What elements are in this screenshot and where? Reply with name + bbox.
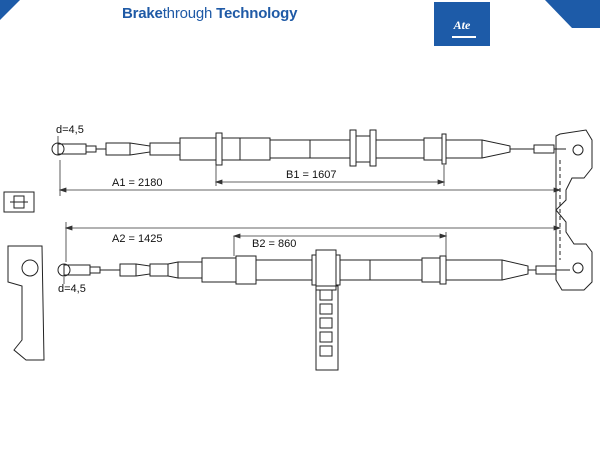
mount-slot-5 <box>319 345 333 357</box>
mount-slot-2 <box>319 303 333 315</box>
a2-arrow-left <box>64 225 73 231</box>
mount-slot-4 <box>319 331 333 343</box>
brand-title: Brakethrough Technology <box>122 5 297 22</box>
top-cable-clip-2 <box>369 129 377 167</box>
top-cable-nut-2 <box>441 133 447 165</box>
top-cable-boot-1 <box>179 137 217 161</box>
top-cable-sheath-5 <box>375 139 425 159</box>
brand-part-3: Technology <box>216 5 298 22</box>
connector-detail <box>3 191 35 213</box>
bottom-cable-ferrule <box>119 263 137 277</box>
right-corner-shape <box>545 0 600 28</box>
brand-part-1: Brake <box>122 5 163 22</box>
brand-part-2: through <box>162 5 213 22</box>
bottom-cable-mount-head <box>315 249 337 291</box>
brand-bg <box>115 0 335 28</box>
top-cable-sheath-2 <box>239 137 271 161</box>
dimension-lines <box>57 136 562 284</box>
left-corner-shape <box>0 0 20 20</box>
b2-arrow-right <box>439 233 448 239</box>
bottom-cable-crimp <box>89 266 101 274</box>
left-bracket <box>7 245 45 361</box>
bottom-cable-sheath-2 <box>177 261 203 279</box>
top-cable-clip-1 <box>349 129 357 167</box>
bottom-cable-clip-1 <box>311 254 317 286</box>
bracket-plate <box>7 245 45 361</box>
mount-plate-body <box>315 285 339 371</box>
d-bottom-label: d=4,5 <box>58 283 86 295</box>
ate-logo: Ate <box>434 2 490 46</box>
equalizer-hole-bottom <box>572 262 584 274</box>
top-cable-boot-4 <box>445 139 483 159</box>
bottom-cable-sheath-5 <box>369 259 423 281</box>
bottom-cable-end-sleeve <box>63 264 91 276</box>
bottom-cable-mount-plate <box>315 285 339 371</box>
top-cable-sheath-3 <box>269 139 311 159</box>
b2-arrow-left <box>232 233 241 239</box>
ate-logo-text: Ate <box>453 18 471 32</box>
top-cable-grommet <box>355 135 371 163</box>
top-cable-ferrule <box>105 142 131 156</box>
header-banner: Brakethrough Technology <box>0 0 600 30</box>
right-equalizer-bracket <box>555 129 593 291</box>
b1-label: B1 = 1607 <box>286 169 336 181</box>
a1-label: A1 = 2180 <box>112 177 162 189</box>
top-cable-sheath-4 <box>309 139 351 159</box>
bottom-cable <box>57 249 570 291</box>
d-top-label: d=4,5 <box>56 124 84 136</box>
a1-arrow-left <box>58 187 67 193</box>
a2-arrow-right <box>553 225 562 231</box>
bottom-cable-eye <box>57 263 71 277</box>
top-cable-taper-right <box>481 139 511 159</box>
top-cable-end-sleeve <box>57 143 87 155</box>
b1-arrow-right <box>437 179 446 185</box>
bottom-cable-taper-right <box>501 259 529 281</box>
top-cable <box>51 129 566 167</box>
equalizer-hole-top <box>572 144 584 156</box>
bottom-cable-taper-left <box>135 263 151 277</box>
bottom-cable-boot-1 <box>201 257 237 283</box>
b1-arrow-left <box>214 179 223 185</box>
equalizer-plate <box>555 129 593 291</box>
top-cable-crimp <box>85 145 97 153</box>
mount-slot-1 <box>319 289 333 301</box>
bottom-cable-boot-3 <box>445 259 503 281</box>
top-cable-boot-3 <box>423 137 443 161</box>
bottom-cable-nut-2 <box>439 255 447 285</box>
bottom-cable-end-barrel <box>535 265 557 275</box>
top-cable-taper-left <box>129 142 151 156</box>
bottom-cable-sheath-4 <box>339 259 371 281</box>
top-cable-end-barrel <box>533 144 555 154</box>
ate-logo-underline <box>452 36 476 38</box>
header-stripe <box>0 0 600 28</box>
bottom-cable-flare <box>167 261 179 279</box>
b2-label: B2 = 860 <box>252 238 296 250</box>
a1-arrow-right <box>553 187 562 193</box>
top-cable-boot-2 <box>221 137 241 161</box>
bottom-cable-clip-2 <box>335 254 341 286</box>
bottom-cable-sheath-1 <box>149 263 169 277</box>
bottom-cable-nut-1 <box>235 255 257 285</box>
bottom-cable-boot-2 <box>421 257 441 283</box>
bracket-hole <box>21 259 39 277</box>
top-cable-nut-1 <box>215 132 223 166</box>
mount-slot-3 <box>319 317 333 329</box>
connector-detail-box <box>3 191 35 213</box>
a2-label: A2 = 1425 <box>112 233 162 245</box>
bottom-cable-sheath-3 <box>255 259 313 281</box>
top-cable-sheath-1 <box>149 142 181 156</box>
